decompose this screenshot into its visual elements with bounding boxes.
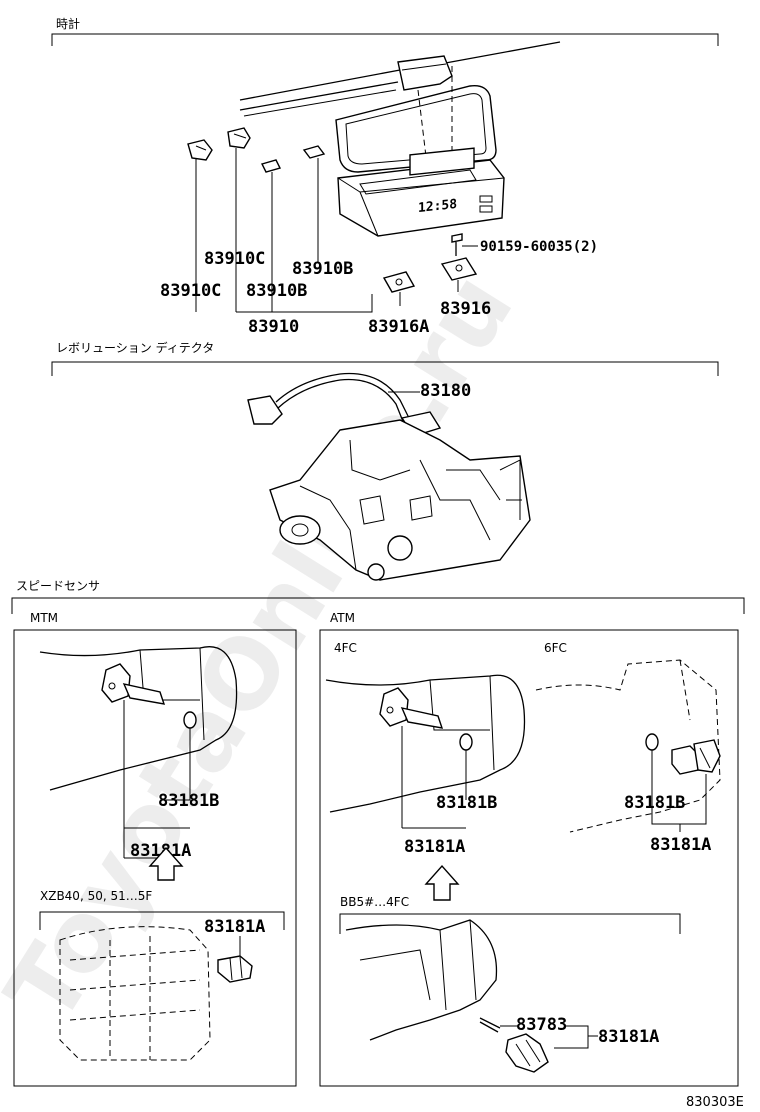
atm-sub-title: BB5#…4FC (340, 895, 409, 909)
atm-4fc-speed-sensor (379, 687, 444, 729)
atm-panel-frame (319, 629, 739, 1087)
bulb-socket-83910c-left (187, 139, 213, 161)
section-bracket-clock (51, 33, 719, 46)
part-label-83910b-upper: 83910B (292, 259, 353, 279)
atm-6fc-transmission-drawing (535, 659, 721, 833)
atm-sub-speed-sensor (505, 1033, 549, 1073)
clock-section: 時計 12:58 (51, 16, 719, 337)
atm-sub-bracket (339, 913, 681, 934)
part-label-atm-4fc-83181a: 83181A (404, 837, 465, 857)
revolution-sensor-83180 (247, 372, 442, 437)
mtm-speed-sensor (101, 663, 166, 705)
atm-sub-pin-83783 (479, 1017, 501, 1033)
part-label-83180: 83180 (420, 381, 471, 401)
section-title-revolution-detector: レボリューション ディテクタ (56, 340, 214, 355)
mtm-o-ring-83181b (183, 711, 197, 729)
bulb-83910b-right (302, 145, 326, 159)
section-title-speed-sensor: スピードセンサ (16, 579, 100, 593)
clock-display-digits: 12:58 (418, 197, 457, 216)
injection-pump-drawing (269, 419, 531, 581)
atm-4fc-title: 4FC (334, 641, 357, 655)
atm-6fc-title: 6FC (544, 641, 567, 655)
mtm-sub-title: XZB40, 50, 51…5F (40, 889, 152, 903)
panel-title-atm: ATM (330, 611, 355, 625)
revolution-detector-section: レボリューション ディテクタ 83180 (51, 340, 719, 581)
bulb-83910b-left (260, 159, 282, 173)
bulb-socket-83910c-right (227, 127, 251, 149)
part-label-mtm-sub-83181a: 83181A (204, 917, 265, 937)
section-bracket-revolution-detector (51, 361, 719, 376)
clock-mount-bracket (397, 55, 453, 91)
mtm-sub-transmission-drawing (59, 926, 211, 1061)
part-label-atm-sub-83783: 83783 (516, 1015, 567, 1035)
part-label-83910c-upper: 83910C (204, 249, 265, 269)
part-label-atm-4fc-83181b: 83181B (436, 793, 497, 813)
part-label-83916a: 83916A (368, 317, 429, 337)
screw-90159 (451, 233, 463, 256)
part-label-atm-sub-83181a: 83181A (598, 1027, 659, 1047)
mtm-panel-frame (13, 629, 297, 1087)
clip-83916 (440, 257, 478, 281)
roof-panel-drawing (239, 41, 561, 117)
part-label-90159-60035: 90159-60035(2) (480, 239, 598, 255)
atm-6fc-o-ring-83181b (645, 733, 659, 751)
diagram-code: 830303E (686, 1095, 744, 1110)
atm-4fc-transmission-drawing (325, 674, 526, 813)
atm-4fc-o-ring-83181b (459, 733, 473, 751)
atm-panel: ATM 4FC 6FC 83181B 83181A (319, 611, 739, 1087)
atm-arrow-icon (424, 864, 460, 901)
clip-83916a (382, 271, 416, 293)
mtm-arrow-icon (148, 846, 184, 881)
mtm-sub-speed-sensor (217, 955, 253, 983)
part-label-mtm-83181b: 83181B (158, 791, 219, 811)
part-label-atm-6fc-83181a: 83181A (650, 835, 711, 855)
part-label-mtm-83181a: 83181A (130, 841, 191, 861)
atm-sub-transmission-drawing (345, 919, 498, 1041)
part-label-83910b-lower: 83910B (246, 281, 307, 301)
part-label-83910: 83910 (248, 317, 299, 337)
part-label-atm-6fc-83181b: 83181B (624, 793, 685, 813)
section-title-clock: 時計 (56, 16, 80, 31)
part-label-83910c-lower: 83910C (160, 281, 221, 301)
watermark: ToyotaOnline.ru (0, 254, 535, 1042)
mtm-sub-bracket (39, 911, 285, 930)
mtm-panel: MTM 83181B 83181A XZB40, 50, 51…5F (13, 611, 297, 1087)
panel-title-mtm: MTM (30, 611, 58, 625)
clock-housing: 12:58 (337, 147, 505, 237)
section-bracket-speed-sensor (11, 597, 745, 614)
atm-6fc-speed-sensor (671, 739, 721, 775)
speed-sensor-section: スピードセンサ MTM 83181B 83181A XZB40, 50, 51 (11, 579, 745, 1087)
part-label-83916: 83916 (440, 299, 491, 319)
